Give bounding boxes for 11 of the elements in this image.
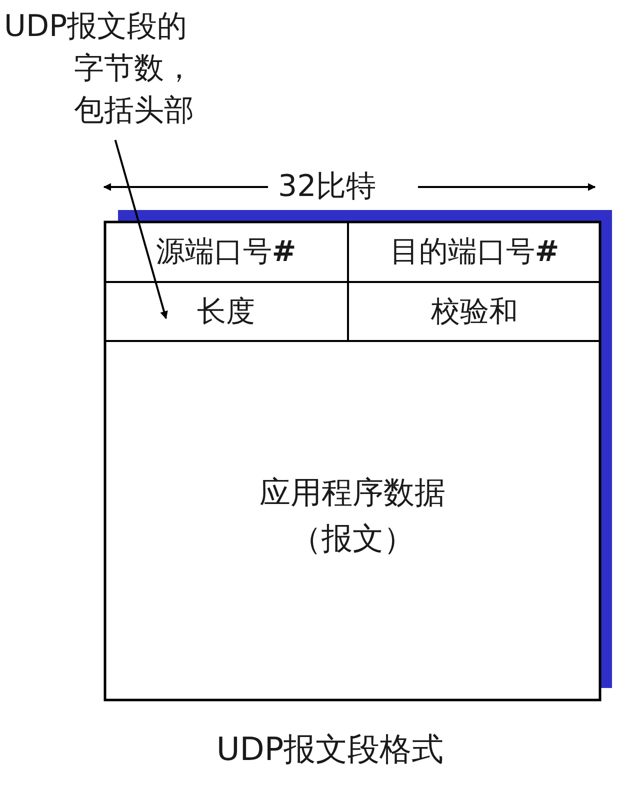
field-label: 长度 — [197, 293, 255, 330]
field-label: 目的端口号# — [390, 233, 560, 270]
dimension-label: 32比特 — [278, 168, 376, 206]
field-label: 源端口号# — [156, 233, 296, 270]
annotation-text: UDP报文段的字节数，包括头部 — [4, 6, 214, 136]
field-label: 应用程序数据（报文） — [258, 474, 446, 559]
figure-caption: UDP报文段格式 — [215, 729, 445, 770]
field-label: 校验和 — [431, 293, 518, 330]
leader-arrow — [114, 140, 168, 320]
field-cell — [105, 222, 349, 283]
field-cell — [105, 283, 349, 342]
